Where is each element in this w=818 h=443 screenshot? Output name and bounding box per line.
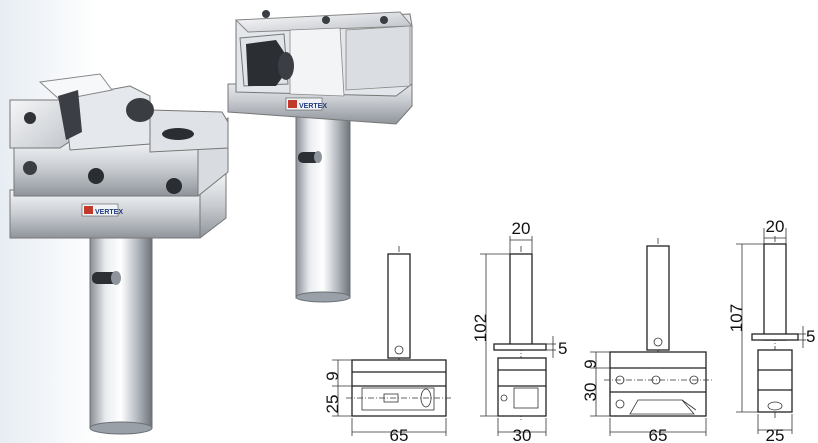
dim-small-side-shank: 20 [512, 219, 531, 238]
dim-small-front-height: 9 [323, 371, 342, 380]
drawing-small-front: 9 25 65 [323, 246, 452, 443]
dim-large-side-pin: 5 [806, 327, 815, 346]
dim-large-front-height: 9 [581, 359, 600, 368]
dim-large-front-width: 65 [649, 426, 668, 443]
brand-label-small: VERTEX [299, 103, 327, 110]
dim-small-front-depth: 25 [323, 395, 342, 414]
large-vise-photo: VERTEX [9, 73, 229, 435]
drawing-large-side: 20 107 5 25 [727, 217, 815, 443]
dim-small-side-width: 30 [513, 426, 532, 443]
dim-large-side-width: 25 [766, 426, 785, 443]
dim-large-side-shank: 20 [766, 217, 785, 236]
dim-small-side-pin: 5 [558, 339, 567, 358]
drawing-small-side: 20 102 5 30 [471, 219, 567, 443]
small-vise-photo: VERTEX [227, 10, 414, 303]
dim-small-side-total-height: 102 [471, 314, 490, 342]
dim-large-side-total-height: 107 [727, 304, 746, 332]
dim-small-front-width: 65 [390, 426, 409, 443]
dim-large-front-depth: 30 [581, 383, 600, 402]
brand-label-large: VERTEX [95, 209, 123, 216]
drawing-large-front: 9 30 65 [581, 238, 712, 443]
